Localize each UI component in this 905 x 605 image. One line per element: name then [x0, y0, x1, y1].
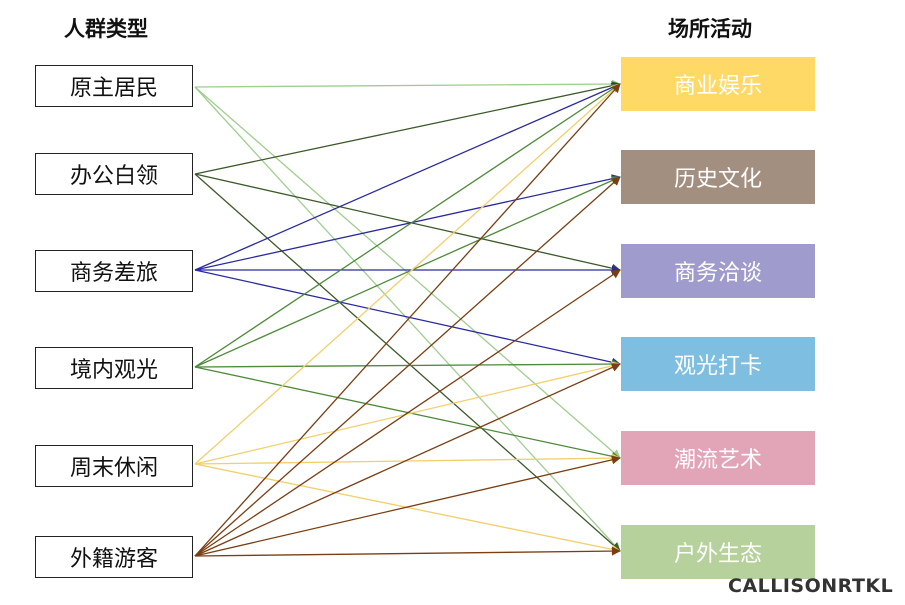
link-g6-a5 [194, 455, 621, 557]
callisonrtkl-logo: CALLISONRTKL [728, 575, 894, 597]
group-box-1: 原主居民 [35, 65, 193, 107]
link-g5-a5 [194, 453, 621, 465]
group-box-4: 境内观光 [35, 347, 193, 389]
link-g4-a4 [194, 359, 621, 369]
link-g6-a2 [194, 176, 621, 557]
group-box-3: 商务差旅 [35, 250, 193, 292]
activity-box-4: 观光打卡 [621, 337, 815, 391]
link-g6-a3 [194, 269, 621, 557]
link-g6-a4 [194, 363, 621, 557]
link-g4-a2 [194, 176, 621, 368]
activity-box-3: 商务洽谈 [621, 244, 815, 298]
activities-heading: 场所活动 [668, 17, 752, 41]
link-g5-a4 [194, 361, 621, 465]
link-g1-a1 [194, 79, 621, 89]
link-g6-a1 [194, 83, 621, 557]
link-g4-a1 [194, 83, 621, 368]
link-g6-a6 [194, 546, 621, 557]
groups-heading: 人群类型 [64, 17, 148, 41]
link-g1-a6 [194, 86, 621, 552]
link-g2-a1 [194, 81, 621, 175]
activity-box-2: 历史文化 [621, 150, 815, 204]
activity-box-6: 户外生态 [621, 525, 815, 579]
link-g3-a1 [194, 83, 621, 271]
activity-box-1: 商业娱乐 [621, 57, 815, 111]
link-g3-a2 [194, 174, 621, 271]
link-g3-a4 [194, 269, 621, 367]
link-g2-a6 [194, 173, 621, 552]
group-box-5: 周末休闲 [35, 445, 193, 487]
link-g2-a3 [194, 173, 621, 273]
group-box-6: 外籍游客 [35, 536, 193, 578]
group-box-2: 办公白领 [35, 153, 193, 195]
activity-box-5: 潮流艺术 [621, 431, 815, 485]
link-g5-a1 [194, 83, 621, 465]
